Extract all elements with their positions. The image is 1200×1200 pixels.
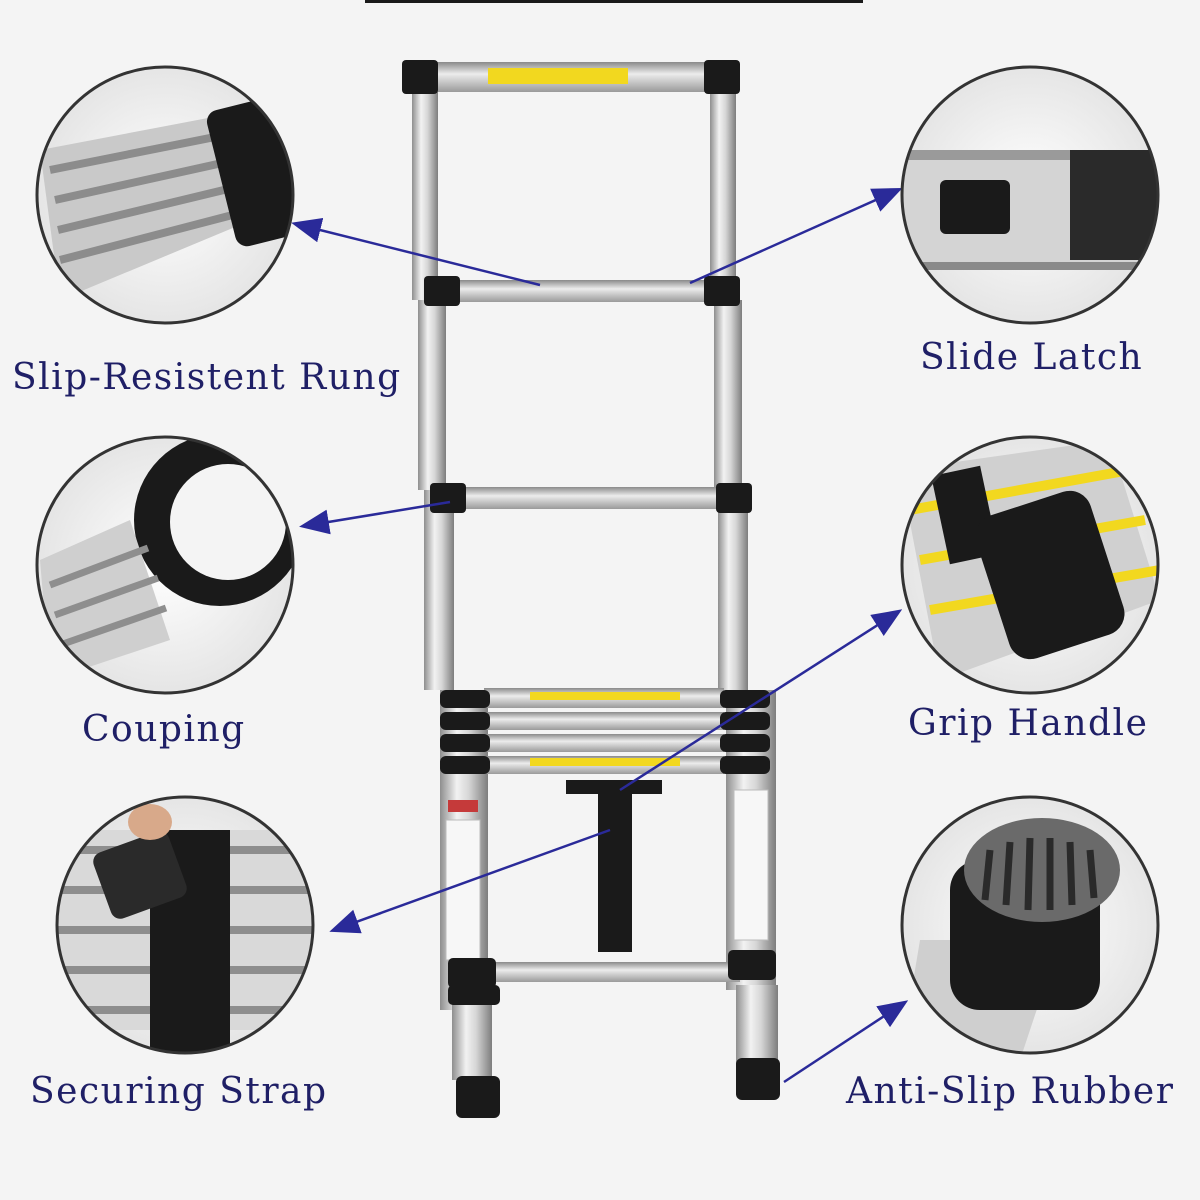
- top-rung-cap-right: [704, 60, 740, 94]
- arrow-strap: [329, 828, 611, 934]
- rung-coupling: [448, 958, 496, 988]
- rung: [436, 487, 746, 509]
- rung-coupling: [716, 483, 752, 513]
- strap-buckle: [566, 780, 662, 794]
- anti-slip-foot-right: [736, 1058, 780, 1100]
- rung-coupling: [448, 985, 500, 1005]
- detail-circle-latch: [900, 65, 1160, 325]
- right-rail-foot-tube: [736, 985, 778, 1065]
- top-rung-cap-left: [402, 60, 438, 94]
- rung-coupling: [704, 276, 740, 306]
- label-coupling: Couping: [82, 709, 246, 750]
- arrow-coupling: [299, 500, 451, 535]
- rung: [428, 280, 738, 302]
- bottom-rung: [480, 962, 740, 982]
- detail-circle-coupling: [35, 435, 295, 695]
- top-edge-bar: [365, 0, 863, 3]
- ladder: [402, 60, 780, 1118]
- label-slide-latch: Slide Latch: [920, 337, 1144, 378]
- left-rail-segment: [418, 300, 446, 490]
- right-rail-segment: [718, 490, 748, 690]
- rung-coupling: [728, 950, 776, 980]
- detail-circle-rung: [35, 65, 295, 325]
- right-rail-segment: [714, 300, 742, 490]
- arrow-rubber: [783, 1000, 909, 1084]
- securing-strap: [598, 792, 632, 952]
- warning-sticker: [488, 68, 628, 84]
- left-rail-foot-tube: [452, 1000, 492, 1080]
- arrow-grip: [619, 609, 903, 792]
- label-grip-handle: Grip Handle: [908, 703, 1149, 744]
- pictogram-panel: [445, 819, 481, 961]
- label-anti-slip-rubber: Anti-Slip Rubber: [846, 1071, 1175, 1112]
- collapsed-rung-stack: [440, 688, 770, 774]
- label-securing-strap: Securing Strap: [30, 1071, 328, 1112]
- detail-circle-grip: [900, 435, 1160, 695]
- anti-slip-foot-left: [456, 1076, 500, 1118]
- pictogram-panel: [733, 789, 769, 941]
- rung-coupling: [424, 276, 460, 306]
- left-rail-segment: [412, 80, 438, 300]
- left-rail-segment: [424, 490, 454, 690]
- detail-circle-rubber: [900, 795, 1160, 1055]
- red-label: [448, 800, 478, 812]
- callout-arrows: [291, 187, 909, 1084]
- arrow-latch: [689, 187, 903, 285]
- rung-coupling: [430, 483, 466, 513]
- detail-circle-strap: [55, 795, 315, 1055]
- label-slip-resistant-rung: Slip-Resistent Rung: [12, 357, 402, 398]
- arrow-rung: [291, 217, 541, 287]
